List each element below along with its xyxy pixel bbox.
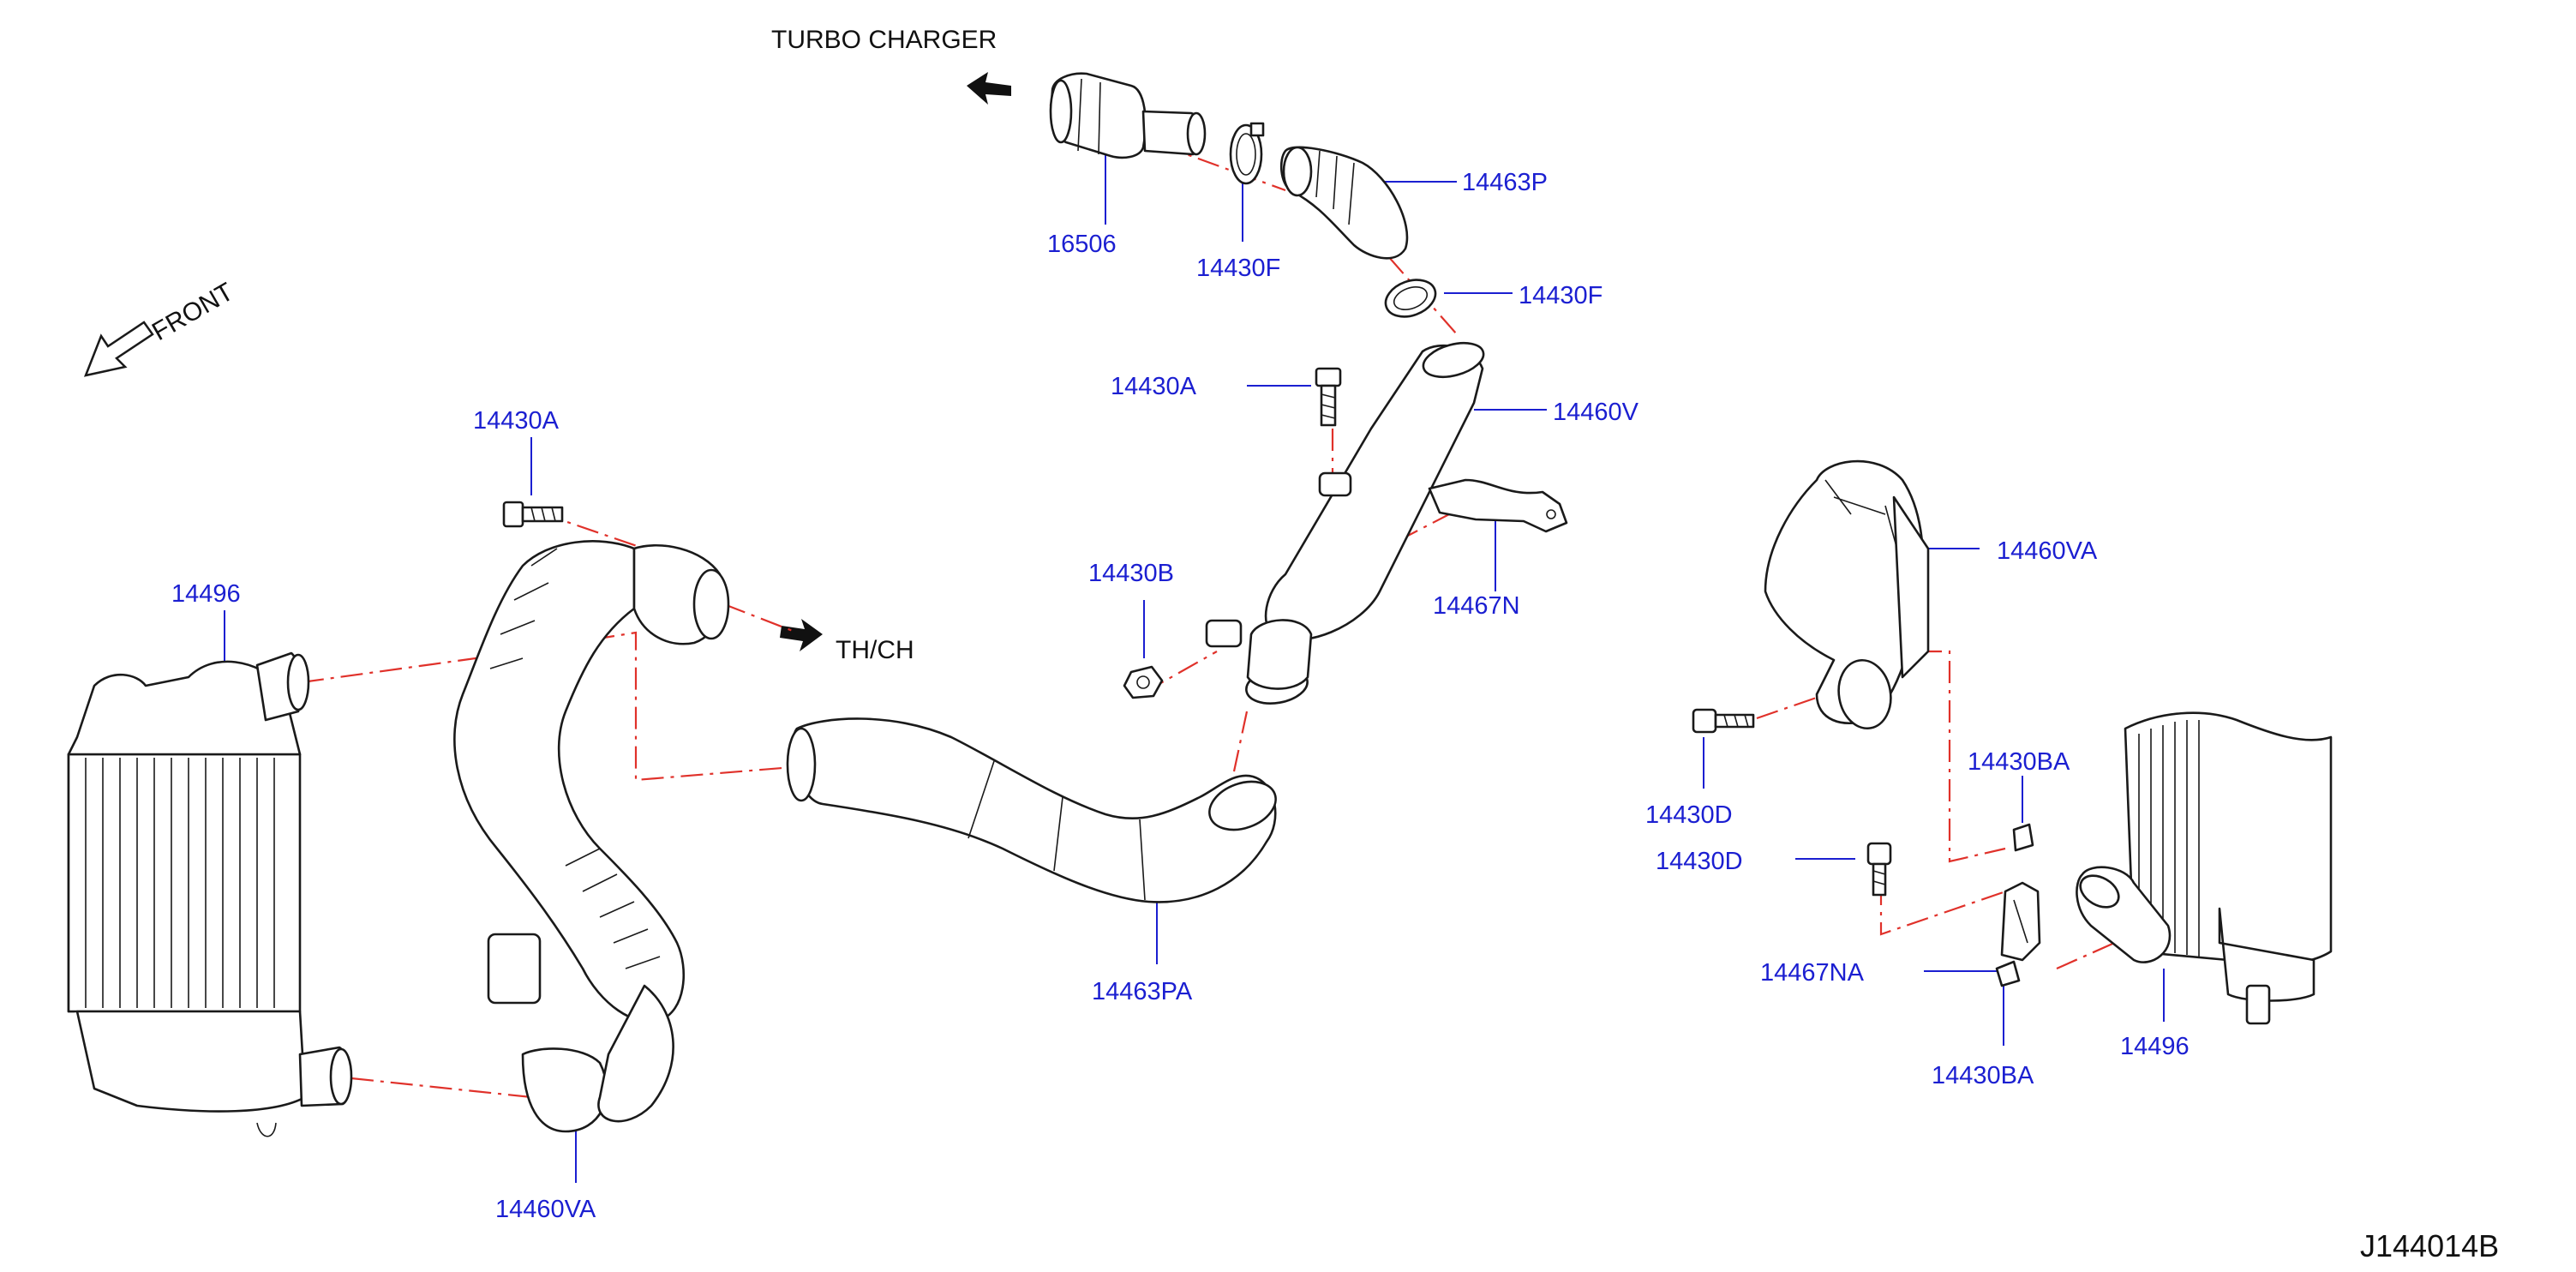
part-16506-turbo-coupler [1049,72,1207,159]
part-14430F-top-clamp [1229,122,1265,185]
diagram-code: J144014B [2360,1228,2499,1263]
callout-14430A-mid: 14430A [1111,373,1197,400]
callout-14430B: 14430B [1088,560,1174,587]
part-14460VA-right-duct [1764,459,1930,730]
callout-14430F-mid: 14430F [1519,282,1603,309]
callout-14430D-lower: 14430D [1656,848,1743,875]
part-14496-right-intercooler [2076,711,2333,1025]
part-14430BA-upper-clip [2012,823,2034,852]
callout-16506: 16506 [1047,231,1117,258]
part-14460V-pipe [1205,341,1485,705]
callout-14467N: 14467N [1433,592,1520,620]
callout-14460VA-left: 14460VA [495,1196,596,1223]
callout-14460VA-right: 14460VA [1997,537,2098,565]
part-14496-left-intercooler [67,651,353,1137]
turbo-direction-arrow-icon [967,72,1011,105]
callout-14460V: 14460V [1553,399,1639,426]
part-14463P-hose [1279,146,1409,260]
front-direction-arrow-icon [83,321,154,377]
part-14467N-bracket [1428,478,1568,533]
front-label: FRONT [147,278,238,346]
callout-14430D-upper: 14430D [1645,801,1733,829]
part-14430BA-lower-clip [1995,960,2021,987]
th-ch-label: TH/CH [836,636,914,664]
th-ch-direction-arrow-icon [780,619,823,651]
part-14467NA-bracket [2000,881,2041,962]
part-14430D-upper-bolt [1692,708,1755,734]
callout-14430BA-lower: 14430BA [1932,1062,2034,1089]
callout-14430F-top: 14430F [1196,255,1280,282]
callout-14467NA: 14467NA [1760,959,1865,987]
part-14430A-left-bolt [502,501,564,528]
part-14460VA-left-duct [453,540,730,1133]
part-14430D-lower-bolt [1866,842,1892,897]
part-14463PA-hose [786,717,1277,903]
callout-14463PA: 14463PA [1092,978,1193,1005]
turbo-charger-label: TURBO CHARGER [771,26,997,54]
callout-14430A-left: 14430A [473,407,560,435]
callout-14496-right: 14496 [2120,1033,2190,1060]
callout-14430BA-upper: 14430BA [1968,748,2070,776]
callout-14463P: 14463P [1462,169,1548,196]
part-14430B-nut [1123,665,1164,699]
part-14430A-mid-bolt [1315,367,1342,427]
part-14430F-mid-clamp [1384,279,1437,318]
callout-14496-left: 14496 [171,580,241,608]
